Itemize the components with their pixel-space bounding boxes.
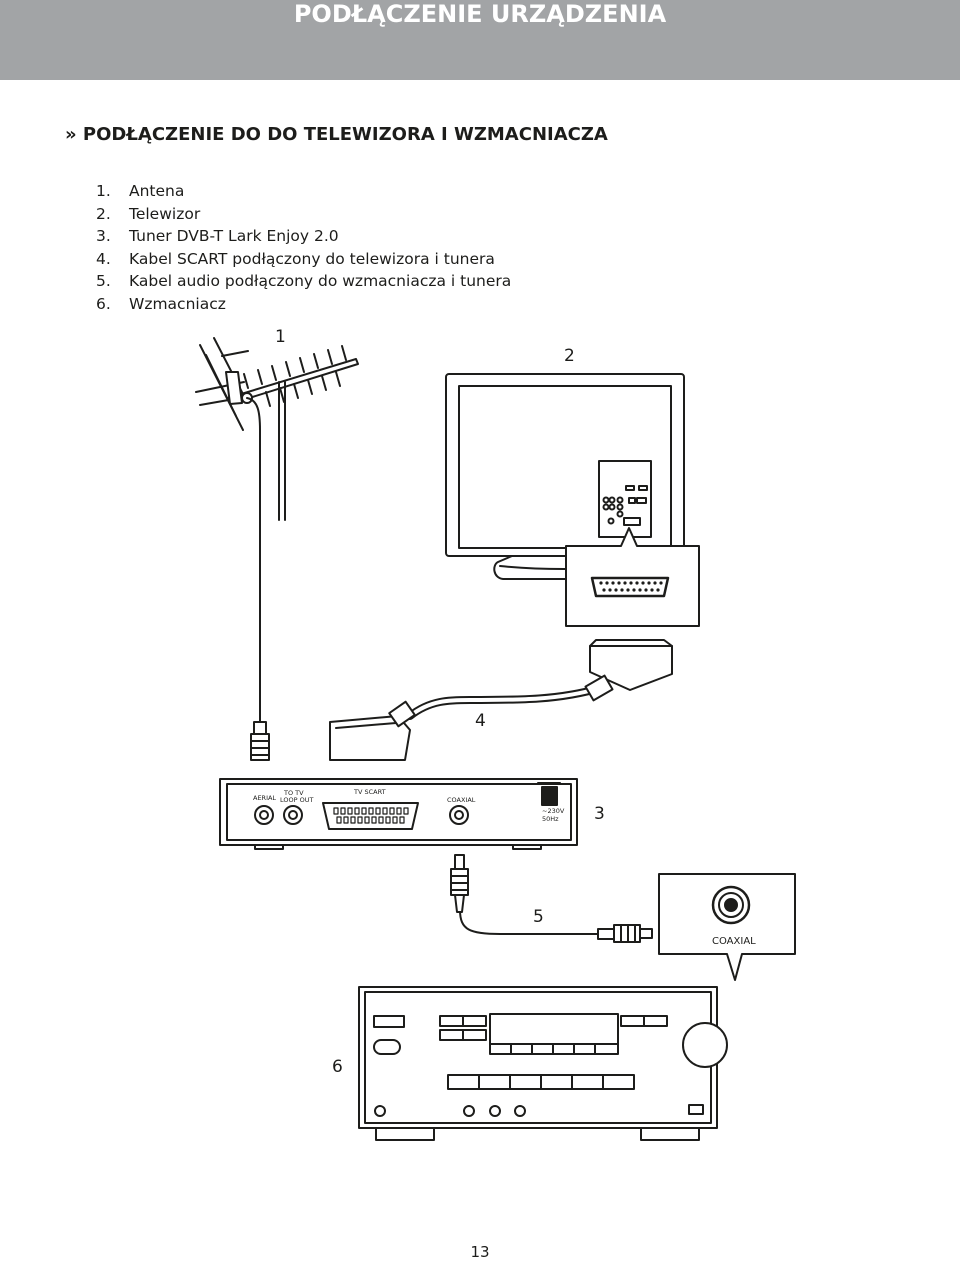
list-item-text: Tuner DVB-T Lark Enjoy 2.0 (129, 227, 339, 245)
audio-cable-illustration (450, 854, 653, 943)
section-title: » PODŁĄCZENIE DO DO TELEWIZORA I WZMACNI… (65, 124, 608, 145)
tuner-aerial-label: AERIAL (253, 794, 276, 802)
list-item: 3. Tuner DVB-T Lark Enjoy 2.0 (96, 225, 511, 248)
coaxial-zoom-label: COAXIAL (712, 936, 756, 947)
tuner-loop-out-label: LOOP OUT (280, 796, 313, 804)
tv-illustration (445, 373, 700, 627)
header-title: PODŁĄCZENIE URZĄDZENIA (293, 0, 667, 28)
antenna-illustration (195, 337, 359, 761)
tuner-illustration: AERIAL TO TV LOOP OUT TV SCART COAXIAL ~… (219, 778, 578, 850)
list-item-text: Kabel audio podłączony do wzmacniacza i … (129, 272, 512, 290)
header-bar: PODŁĄCZENIE URZĄDZENIA (0, 0, 960, 80)
callout-audio-cable: 5 (533, 907, 544, 927)
list-item-text: Antena (129, 182, 185, 200)
list-item: 4. Kabel SCART podłączony do telewizora i… (96, 248, 511, 271)
list-item-text: Telewizor (129, 204, 201, 223)
tuner-to-tv-label: TO TV (283, 789, 304, 797)
list-item: 1. Antena (96, 180, 511, 203)
list-item-text: Kabel SCART podłączony do telewizora i t… (129, 249, 495, 268)
tuner-coaxial-label: COAXIAL (447, 796, 476, 804)
scart-cable-illustration (329, 639, 673, 761)
list-item-number: 3. (96, 227, 111, 245)
amplifier-illustration (358, 986, 728, 1141)
list-item-number: 6. (96, 294, 111, 313)
list-item-number: 1. (96, 182, 111, 200)
coaxial-zoom-box: COAXIAL (658, 873, 796, 981)
tuner-voltage-label: ~230V (542, 807, 565, 815)
callout-tv: 2 (564, 346, 575, 366)
list-item: 5. Kabel audio podłączony do wzmacniacza … (96, 270, 511, 293)
callout-scart-cable: 4 (475, 711, 486, 731)
callout-amplifier: 6 (332, 1057, 343, 1077)
component-list: 1. Antena 2. Telewizor 3. Tuner DVB-T Lark … (96, 180, 511, 315)
page-number: 13 (470, 1243, 490, 1261)
callout-antenna: 1 (275, 327, 286, 347)
tuner-tv-scart-label: TV SCART (353, 788, 386, 796)
tuner-frequency-label: 50Hz (542, 815, 559, 823)
list-item: 6. Wzmacniacz (96, 293, 511, 316)
list-item-number: 5. (96, 272, 111, 290)
list-item: 2. Telewizor (96, 203, 511, 226)
list-item-number: 2. (96, 204, 111, 223)
list-item-number: 4. (96, 249, 111, 268)
list-item-text: Wzmacniacz (129, 294, 226, 313)
callout-tuner: 3 (594, 804, 605, 824)
